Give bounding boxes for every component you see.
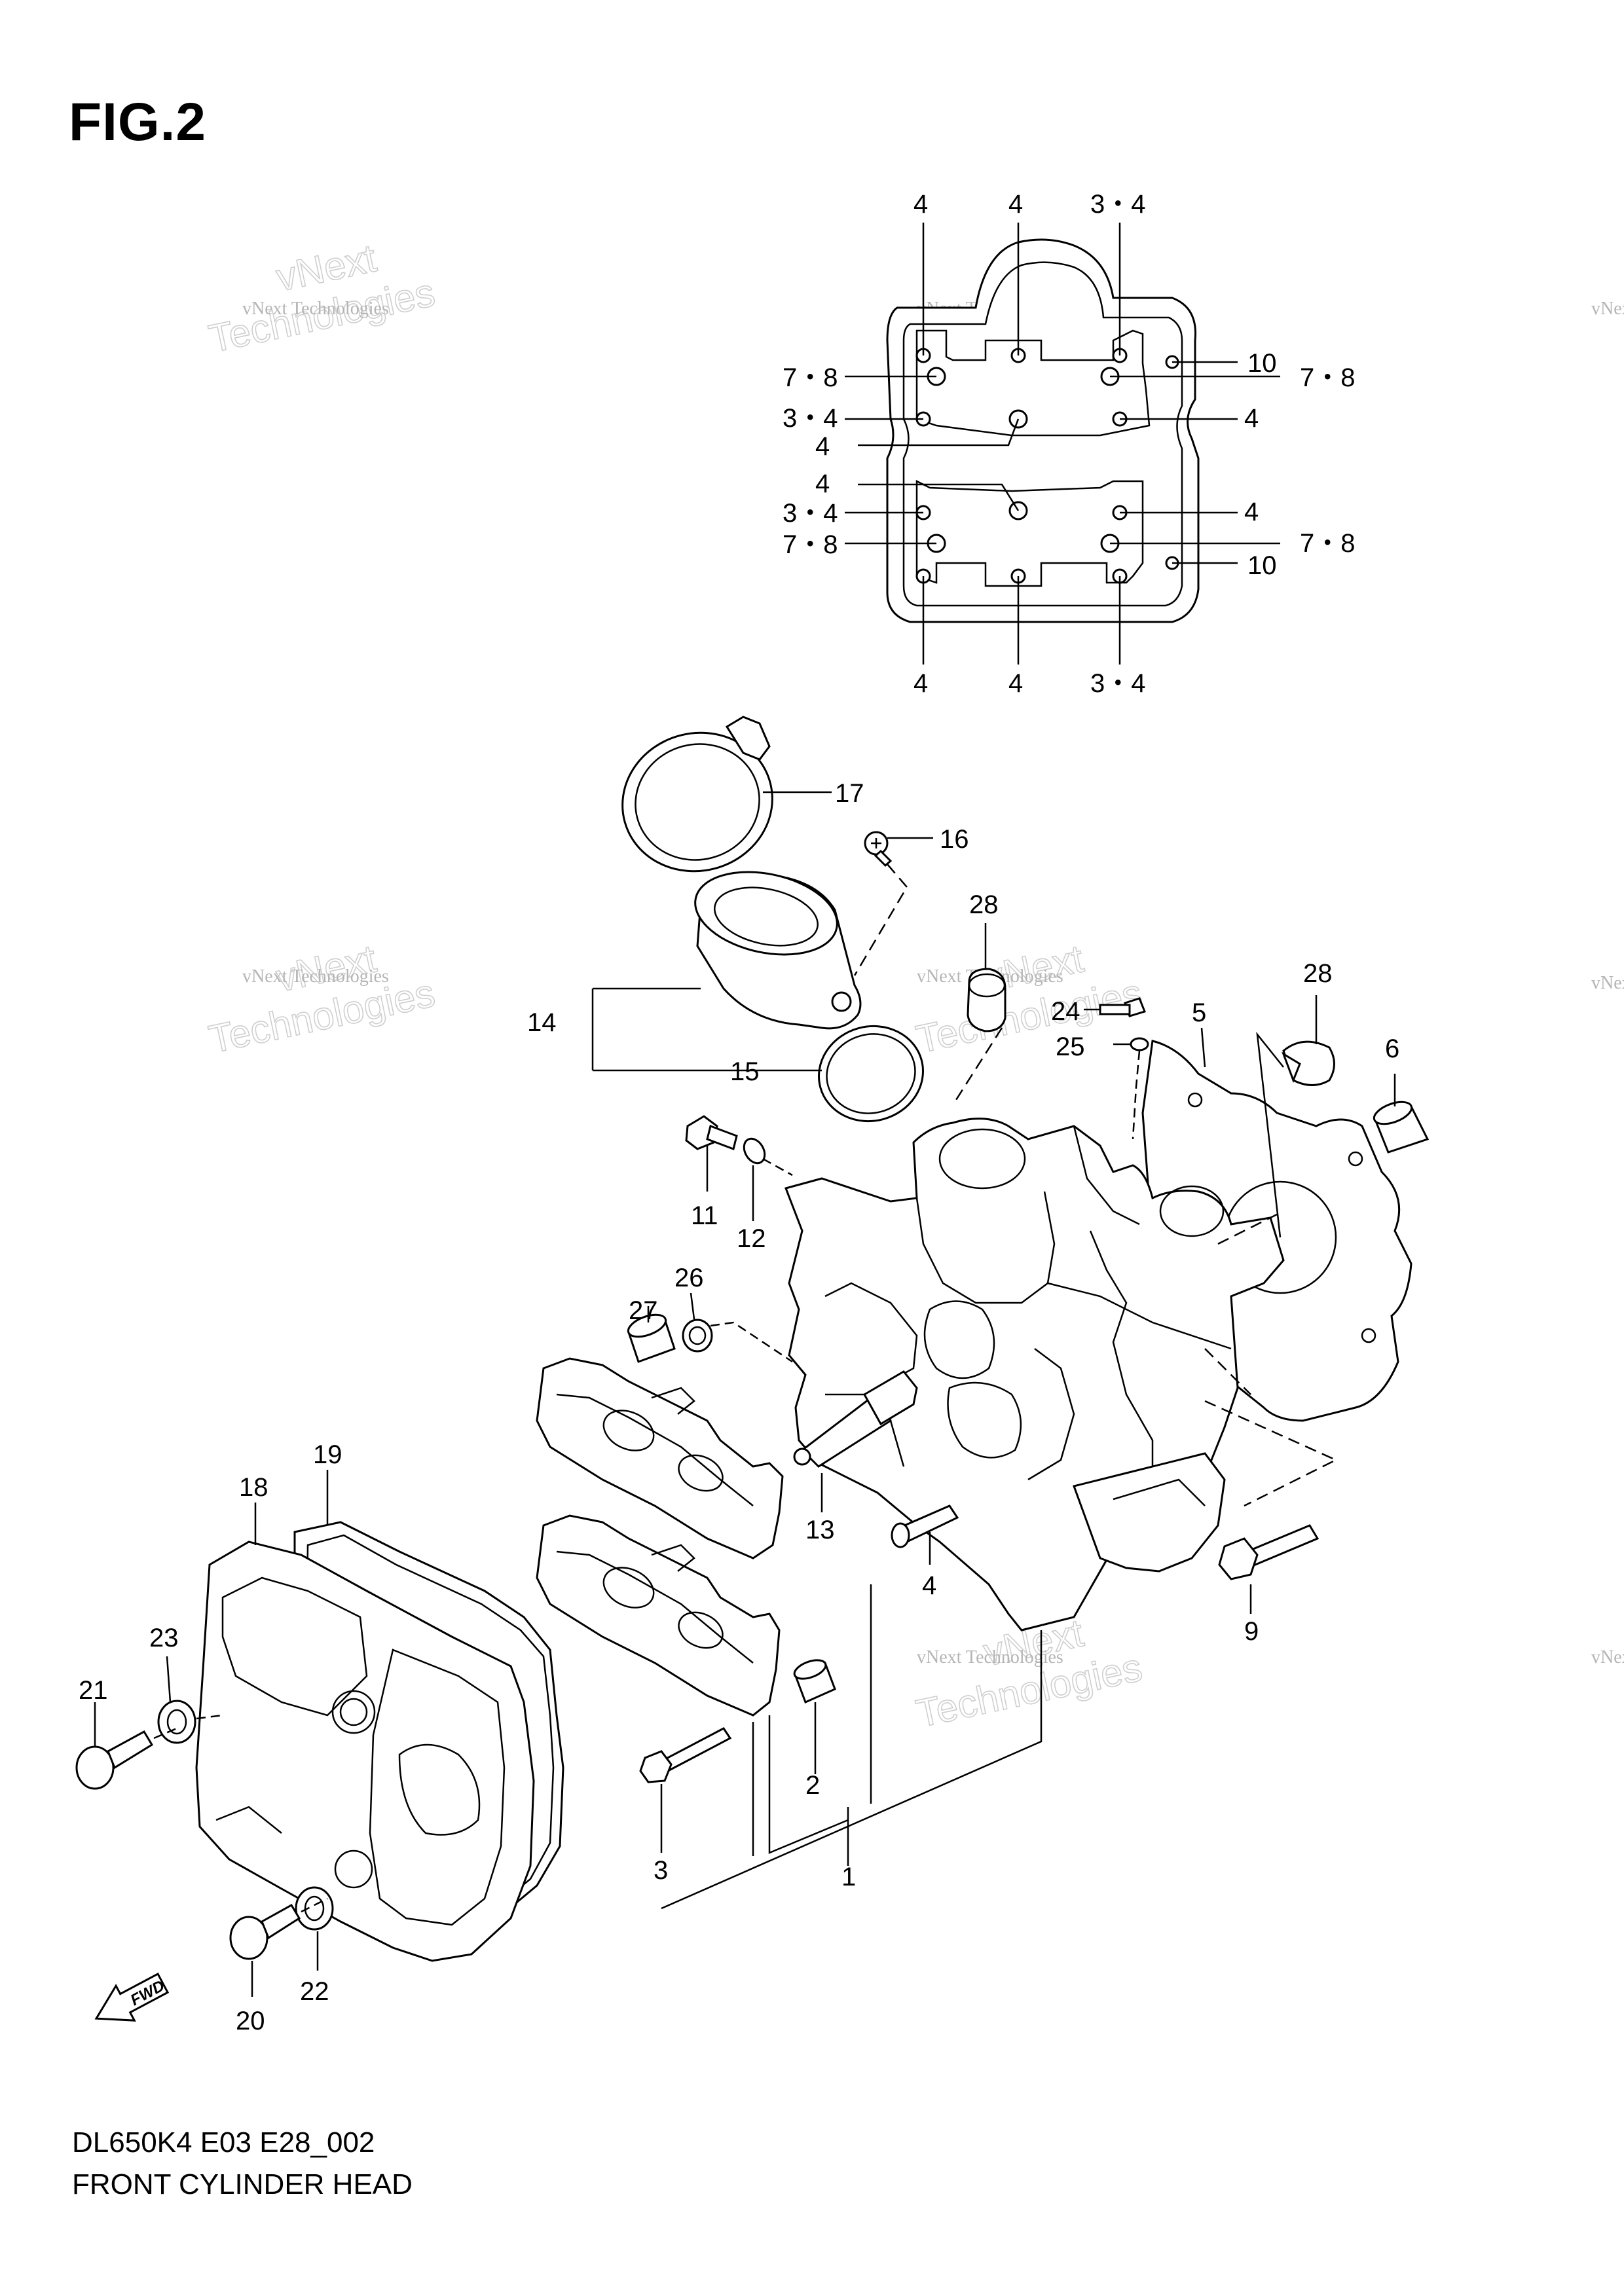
assembly-name: FRONT CYLINDER HEAD <box>72 2168 413 2200</box>
callout-gasket-right-5: 7・8 <box>1300 529 1356 558</box>
part-26-27-dowel: 27 26 <box>627 1264 793 1363</box>
callout-part-24: 24 <box>1051 997 1080 1026</box>
watermark-text: vNext Technologies <box>242 966 389 987</box>
callout-part-9: 9 <box>1244 1617 1259 1646</box>
callout-gasket-top-1: 4 <box>913 190 928 219</box>
part-28a-plug: 28 <box>955 890 1006 1101</box>
callout-gasket-left-6: 7・8 <box>783 530 838 559</box>
callout-part-26: 26 <box>674 1264 704 1292</box>
callout-part-3: 3 <box>654 1856 668 1885</box>
camshaft-holder-upper <box>536 1357 784 1559</box>
callout-part-28-upper: 28 <box>969 890 999 919</box>
watermark-text: vNext Technologies <box>917 1647 1063 1667</box>
part-13-spark-plug: 13 <box>793 1370 918 1544</box>
watermark-text-edge: vNext Technologies <box>1591 299 1624 319</box>
watermark-text-edge: vNext Technologies <box>1591 1647 1624 1667</box>
callout-gasket-left-3: 4 <box>815 432 830 461</box>
callout-part-27: 27 <box>629 1296 658 1325</box>
callout-part-14: 14 <box>527 1008 557 1037</box>
part-22-washer: 22 <box>295 1886 334 2006</box>
callout-part-11: 11 <box>691 1201 718 1230</box>
part-4-stud: 4 <box>891 1504 959 1600</box>
callout-gasket-bottom-3: 3・4 <box>1090 669 1146 698</box>
callout-part-6: 6 <box>1385 1034 1399 1063</box>
callout-part-25: 25 <box>1056 1032 1085 1061</box>
callout-gasket-bottom-2: 4 <box>1008 669 1023 698</box>
watermark-text-edge: vNext Technologies <box>1591 973 1624 993</box>
callout-gasket-top-2: 4 <box>1008 190 1023 219</box>
callout-part-18: 18 <box>239 1473 268 1502</box>
part-14-intake-pipe <box>694 871 862 1030</box>
part-15-o-ring: 14 15 <box>527 987 924 1123</box>
model-code: DL650K4 E03 E28_002 <box>72 2126 375 2159</box>
part-28b-plug: 28 <box>1256 959 1335 1238</box>
figure-title: FIG.2 <box>69 92 207 152</box>
callout-gasket-top-3: 3・4 <box>1090 190 1146 219</box>
callout-part-5: 5 <box>1192 998 1206 1027</box>
callout-gasket-bottom-1: 4 <box>913 669 928 698</box>
callout-part-13: 13 <box>805 1516 835 1544</box>
part-20-bolt: 20 <box>229 1897 328 2035</box>
callout-part-16: 16 <box>940 825 969 854</box>
callout-gasket-right-4: 4 <box>1244 498 1259 526</box>
part-2-3-dowel-bolt: 2 3 <box>639 1659 836 1885</box>
callout-part-28-right: 28 <box>1303 959 1333 988</box>
callout-part-22: 22 <box>300 1977 329 2006</box>
callout-part-12: 12 <box>737 1224 766 1253</box>
camshaft-holder-lower <box>536 1514 781 1717</box>
part-9-bolt: 9 <box>1218 1524 1320 1646</box>
part-11-12-bolt-washer: 11 12 <box>685 1115 793 1253</box>
callout-gasket-right-2: 7・8 <box>1300 363 1356 392</box>
part-18-head-cover: 18 <box>195 1473 535 1962</box>
callout-gasket-left-1: 7・8 <box>783 363 838 392</box>
callout-gasket-left-2: 3・4 <box>783 404 838 433</box>
callout-part-23: 23 <box>149 1624 179 1652</box>
part-6-dowel: 6 <box>1373 1034 1430 1154</box>
callout-gasket-left-5: 3・4 <box>783 499 838 528</box>
callout-gasket-right-3: 4 <box>1244 404 1259 433</box>
part-16-screw: 16 <box>853 825 969 976</box>
callout-part-15: 15 <box>730 1057 760 1086</box>
fwd-arrow-icon: FWD <box>94 1973 170 2022</box>
callout-gasket-right-6: 10 <box>1247 551 1277 580</box>
callout-part-2: 2 <box>805 1771 820 1800</box>
callout-part-1: 1 <box>841 1863 856 1891</box>
part-17-clamp: 17 <box>621 716 864 873</box>
part-24-25-bleeder: 24 25 <box>1051 997 1149 1140</box>
watermark-text: vNext Technologies <box>242 299 389 319</box>
callout-part-21: 21 <box>79 1676 108 1705</box>
part-1-assembly-bracket: 1 <box>661 1584 1043 1910</box>
callout-part-19: 19 <box>313 1440 342 1469</box>
callout-gasket-left-4: 4 <box>815 469 830 498</box>
callout-gasket-right-1: 10 <box>1247 349 1277 378</box>
callout-part-17: 17 <box>835 779 864 808</box>
callout-part-20: 20 <box>236 2007 265 2035</box>
callout-part-4: 4 <box>922 1571 936 1600</box>
bolt-pattern-diagram: 4 4 3・4 7・8 3・4 4 4 3・4 7・8 10 7・8 4 4 7… <box>783 190 1356 698</box>
part-21-bolt: 21 <box>75 1676 177 1790</box>
cylinder-head-body <box>784 1118 1338 1631</box>
